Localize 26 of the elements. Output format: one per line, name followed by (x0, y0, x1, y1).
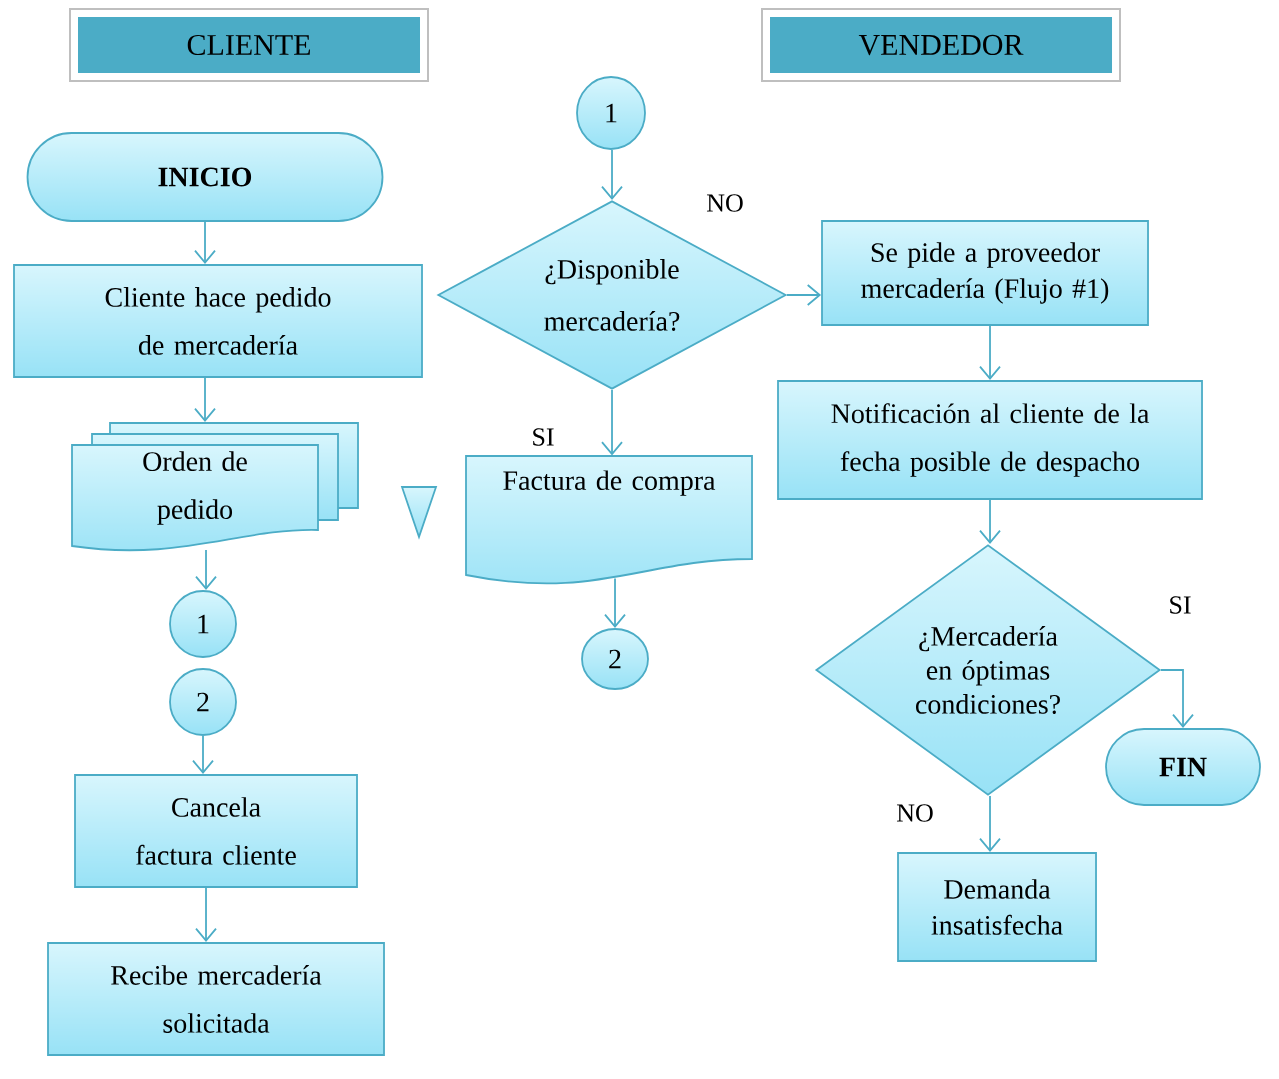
arrow (604, 577, 626, 629)
arrow (195, 887, 217, 943)
process-box: Notificación al cliente de la fecha posible de despacho (777, 380, 1203, 500)
arrow (979, 499, 1001, 545)
arrow (195, 549, 217, 591)
arrow (601, 149, 623, 201)
process-box: Recibe mercadería solicitada (47, 942, 385, 1056)
edge-label: SI (1166, 594, 1194, 616)
arrow (979, 325, 1001, 381)
process-box: Cancela factura cliente (74, 774, 358, 888)
arrow (1160, 669, 1194, 729)
process-box: Demanda insatisfecha (897, 852, 1097, 962)
lane-header: CLIENTE (69, 8, 429, 82)
lane-header: VENDEDOR (761, 8, 1121, 82)
terminal-box: FIN (1105, 728, 1261, 806)
process-box: Cliente hace pedido de mercadería (13, 264, 423, 378)
arrow (194, 377, 216, 423)
terminal-box: INICIO (26, 132, 384, 222)
process-box: Se pide a proveedor mercadería (Flujo #1) (821, 220, 1149, 326)
arrow (601, 389, 623, 456)
arrow (192, 735, 214, 775)
arrow (194, 221, 216, 265)
arrow (786, 284, 822, 306)
edge-label: NO (894, 802, 936, 824)
edge-label: SI (529, 426, 557, 448)
arrow (979, 795, 1001, 853)
